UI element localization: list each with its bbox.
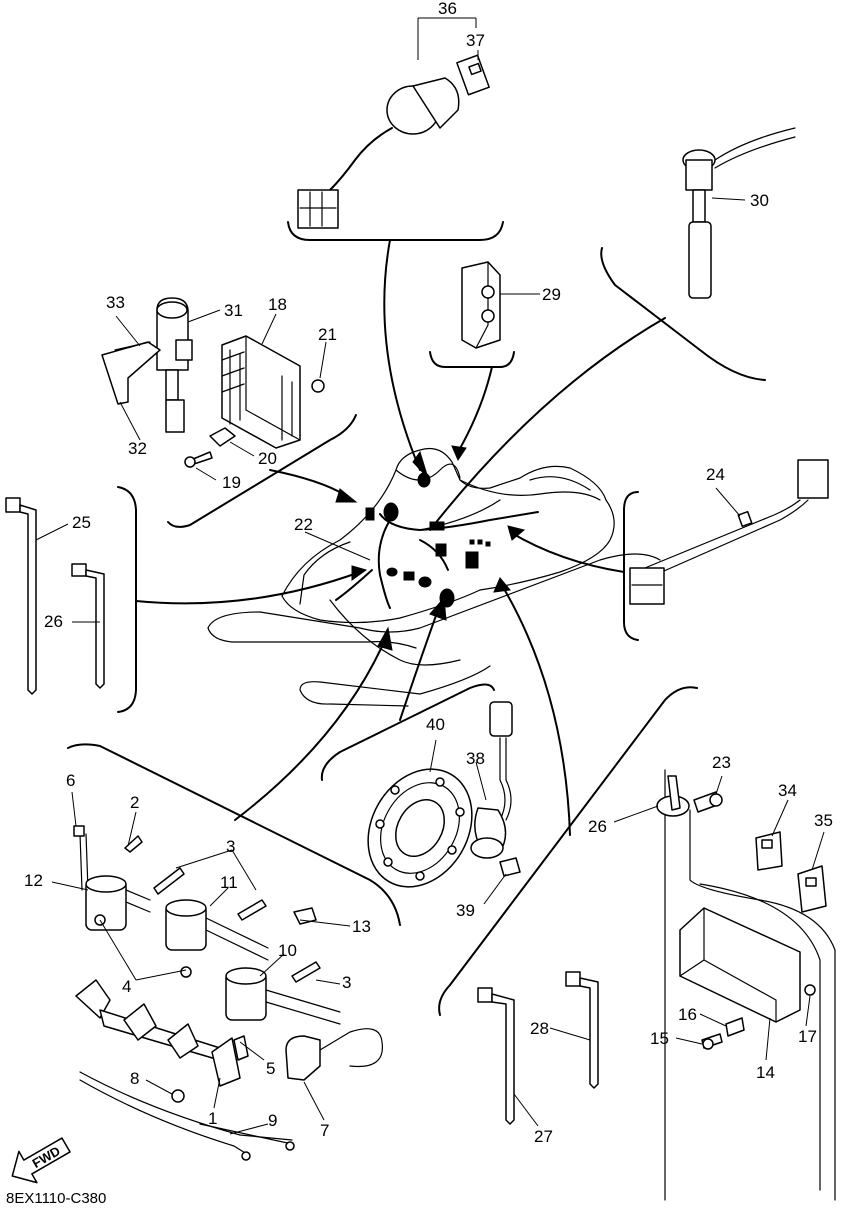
bracket-ignition	[67, 743, 401, 926]
callout-39: 39	[456, 901, 475, 920]
callout-18: 18	[268, 295, 287, 314]
bracket-bands-left	[117, 486, 137, 713]
arrow-clamp	[457, 366, 493, 453]
bracket-magneto	[320, 683, 495, 781]
bracket-main-switch	[287, 221, 504, 241]
callout-5: 5	[266, 1059, 275, 1078]
callout-23: 23	[712, 753, 731, 772]
callout-31: 31	[224, 301, 243, 320]
arrow-main-switch	[383, 239, 421, 471]
callout-27: 27	[534, 1127, 553, 1146]
callout-labels: 36 37 30 29 33 31 18 21 32 20 19 24 25 2…	[24, 0, 833, 1146]
callout-10: 10	[278, 941, 297, 960]
callout-19: 19	[222, 473, 241, 492]
group-brackets	[67, 221, 766, 1016]
callout-28: 28	[530, 1019, 549, 1038]
callout-22: 22	[294, 515, 313, 534]
callout-33: 33	[106, 293, 125, 312]
callout-3-right: 3	[342, 973, 351, 992]
snowmobile-body	[207, 447, 661, 707]
callout-6: 6	[66, 771, 75, 790]
callout-38: 38	[466, 749, 485, 768]
callout-20: 20	[258, 449, 277, 468]
bracket-rectifier	[167, 414, 357, 528]
callout-9: 9	[268, 1111, 277, 1130]
callout-34: 34	[778, 781, 797, 800]
arrow-rectifier	[269, 469, 346, 496]
temperature-sensor	[682, 127, 796, 299]
arrow-sensor	[429, 317, 666, 531]
main-switch-assembly	[297, 54, 490, 229]
callout-26-left: 26	[44, 612, 63, 631]
callout-26-right: 26	[588, 817, 607, 836]
band-ties-right	[477, 971, 599, 1125]
callout-32: 32	[128, 439, 147, 458]
bracket-ecu	[438, 686, 698, 1016]
band-ties-left	[5, 497, 105, 695]
arrow-magneto	[399, 609, 439, 721]
callout-4: 4	[122, 977, 131, 996]
ignition-coil-group	[73, 825, 383, 1161]
magneto-group	[367, 701, 521, 888]
callout-24: 24	[706, 465, 725, 484]
callout-11: 11	[220, 873, 238, 892]
callout-12: 12	[24, 871, 43, 890]
wire-clamp	[461, 261, 501, 349]
callout-36: 36	[438, 0, 457, 18]
fwd-arrow: FWD	[11, 1137, 71, 1184]
callout-16: 16	[678, 1005, 697, 1024]
bracket-sensor	[600, 247, 766, 381]
callout-7: 7	[320, 1121, 329, 1140]
callout-3-top: 3	[226, 837, 235, 856]
bracket-harness	[623, 491, 639, 641]
callout-37: 37	[466, 31, 485, 50]
arrow-ecu	[499, 581, 571, 836]
arrow-ignition	[234, 639, 386, 821]
callout-25: 25	[72, 513, 91, 532]
callout-40: 40	[426, 715, 445, 734]
rectifier-group	[101, 297, 325, 468]
ecu-group	[656, 769, 836, 1201]
callout-14: 14	[756, 1063, 775, 1082]
callout-21: 21	[318, 325, 337, 344]
callout-2: 2	[130, 793, 139, 812]
sub-wire-harness	[629, 459, 829, 605]
callout-35: 35	[814, 811, 833, 830]
arrow-harness	[509, 531, 625, 573]
callout-8: 8	[130, 1069, 139, 1088]
arrow-bands	[135, 571, 361, 605]
leader-arrows	[135, 239, 666, 836]
callout-1: 1	[208, 1109, 217, 1128]
callout-29: 29	[542, 285, 561, 304]
drawing-code: 8EX1110-C380	[6, 1190, 106, 1207]
callout-leaders	[35, 17, 825, 1135]
callout-17: 17	[798, 1027, 817, 1046]
bracket-clamp	[429, 351, 515, 368]
callout-13: 13	[352, 917, 371, 936]
callout-15: 15	[650, 1029, 669, 1048]
callout-30: 30	[750, 191, 769, 210]
